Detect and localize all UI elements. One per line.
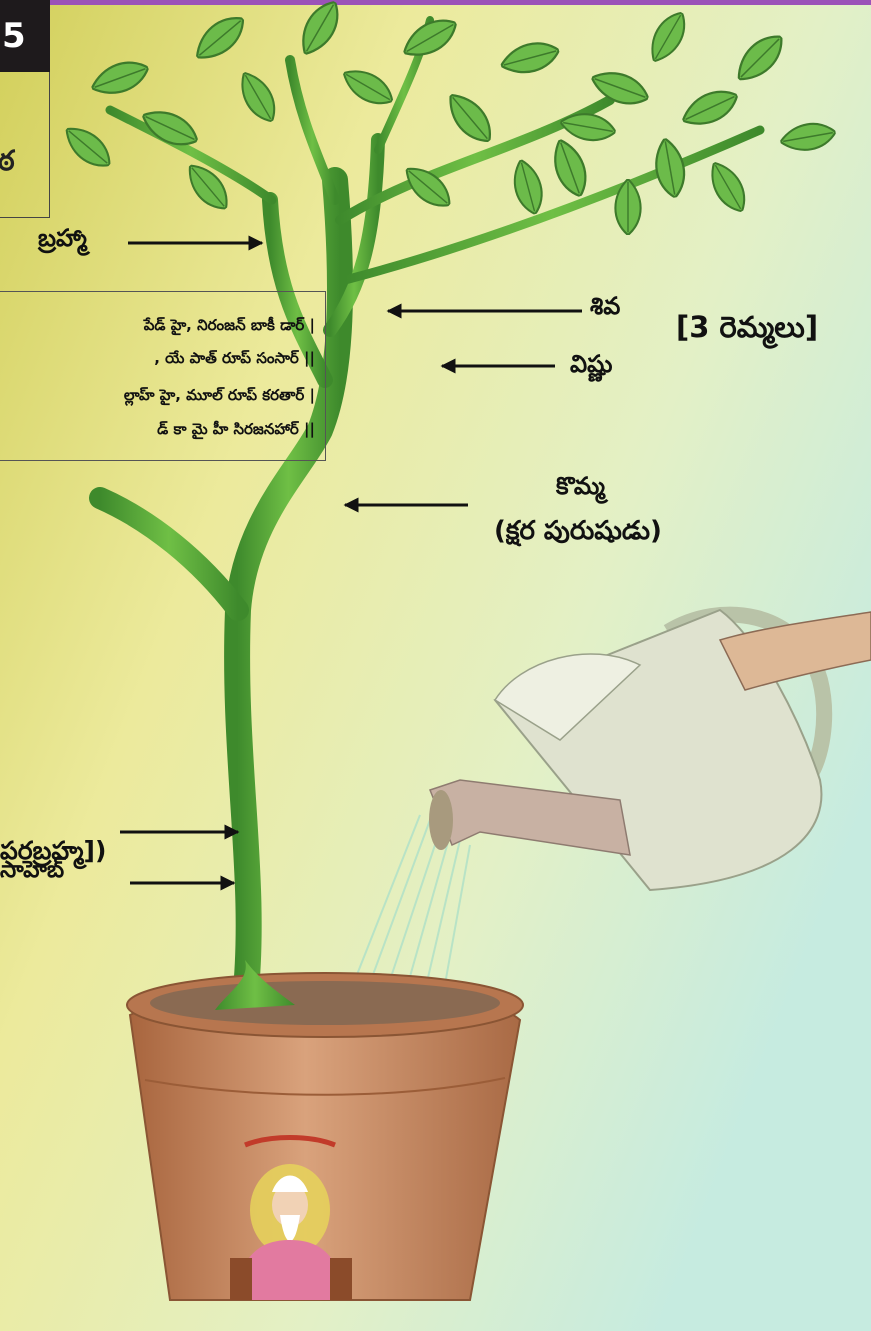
quote-box: పేడ్ హై, నిరంజన్ బాకీ డార్ | , యే పాత్ ర…: [0, 291, 326, 461]
top-border: [0, 0, 871, 5]
page-number: 5: [2, 16, 26, 56]
label-three-branches: [3 రెమ్మలు]: [676, 310, 818, 352]
badge-box: ఠ: [0, 72, 50, 218]
quote-line-4: డ్ కా మై హీ సిరజనహార్ ||: [157, 420, 315, 442]
label-root: సాహెబ్: [0, 857, 64, 889]
label-branch: కొమ్మ: [556, 472, 605, 506]
badge-box-text: ఠ: [0, 144, 15, 184]
label-vishnu: విష్ణు: [570, 350, 612, 384]
label-brahma: బ్రహ్మా: [38, 224, 87, 258]
quote-line-3: ల్లాహ్ హై, మూల్ రూప్ కరతార్ |: [124, 386, 315, 408]
quote-line-1: పేడ్ హై, నిరంజన్ బాకీ డార్ |: [144, 316, 315, 338]
label-shiva: శివ: [590, 292, 620, 326]
quote-line-2: , యే పాత్ రూప్ సంసార్ ||: [154, 349, 315, 371]
flower-pot: [127, 960, 523, 1300]
label-branch-sub: (క్షర పురుషుడు): [494, 516, 662, 552]
page-number-badge: 5: [0, 0, 50, 72]
